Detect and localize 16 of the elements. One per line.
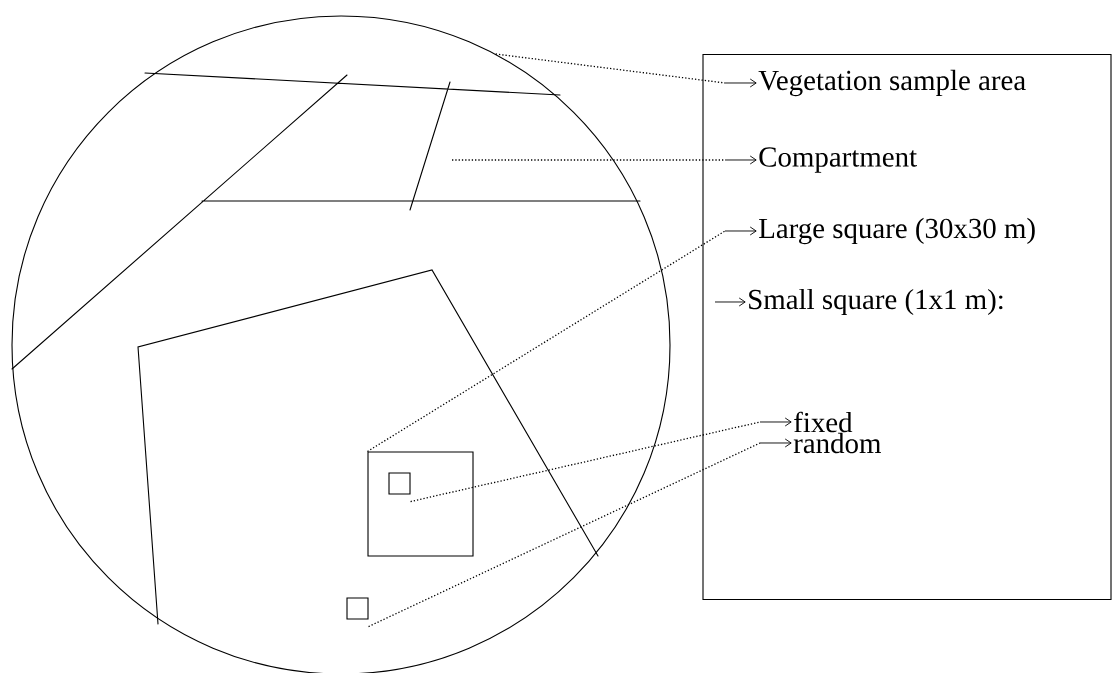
label-text: fixed [794, 411, 853, 433]
label-text: random [793, 432, 881, 454]
leader-line [366, 226, 757, 453]
label-text: Compartment [759, 147, 917, 173]
leader-line [409, 417, 792, 503]
leader-line [367, 438, 792, 628]
leader-line [495, 53, 757, 88]
large-square [367, 451, 474, 557]
leader-line [714, 297, 746, 307]
label-text: Vegetation sample area [758, 69, 1026, 97]
small-square [388, 472, 411, 495]
label-text: Large square (30x30 m) [759, 217, 1035, 245]
small-square [346, 597, 369, 620]
leader-line [451, 155, 757, 165]
label-text: Small square (1x1 m): [749, 288, 1003, 316]
legend-panel [702, 53, 1112, 601]
